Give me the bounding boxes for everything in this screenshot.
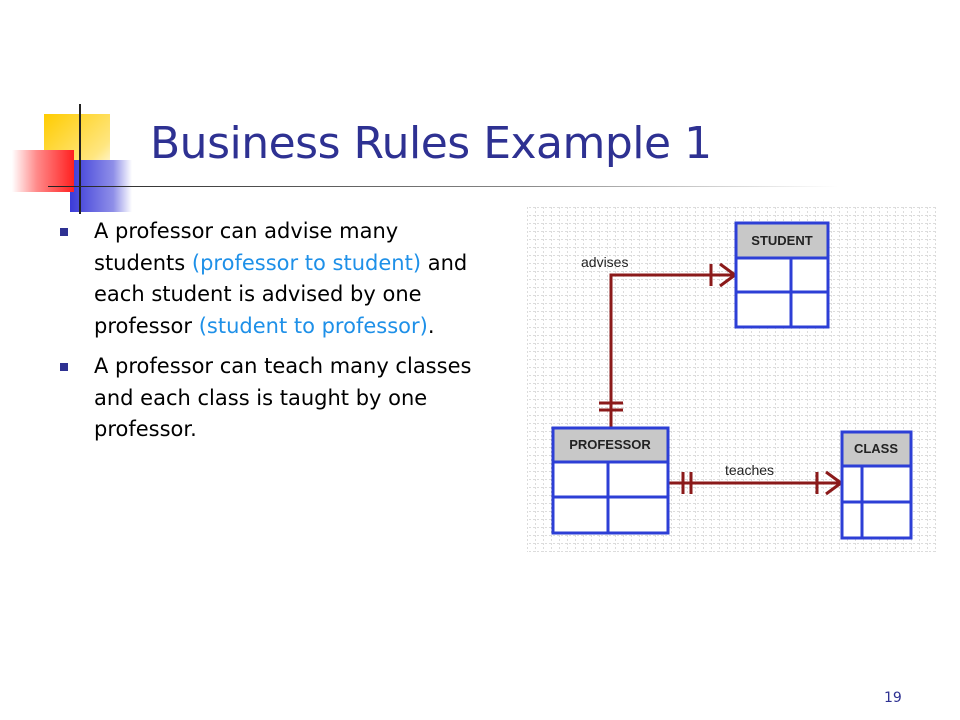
er-diagram: advises teaches STUDENT PROFESSOR CLASS xyxy=(527,207,937,552)
bullet-list: A professor can advise many students (pr… xyxy=(58,216,478,455)
professor-entity: PROFESSOR xyxy=(551,426,670,535)
professor-entity-name: PROFESSOR xyxy=(569,437,651,452)
bullet-advising-rule: A professor can advise many students (pr… xyxy=(58,216,478,342)
student-entity-name: STUDENT xyxy=(751,233,812,248)
advises-relationship-line xyxy=(599,262,736,427)
teaches-label: teaches xyxy=(725,462,774,478)
student-entity: STUDENT xyxy=(734,221,830,329)
decor-vertical-line xyxy=(79,104,81,214)
class-entity-name: CLASS xyxy=(854,441,898,456)
bullet-text: A professor can advise many students xyxy=(94,219,399,275)
teaches-relationship-line xyxy=(669,470,842,496)
bullet-text: A professor can teach many classes and e… xyxy=(94,354,472,441)
class-entity: CLASS xyxy=(840,430,913,540)
advises-label: advises xyxy=(581,254,628,270)
bullet-square-icon xyxy=(60,363,68,371)
decor-red-square xyxy=(12,150,74,192)
bullet-text: and each student is advised by one profe… xyxy=(94,250,468,338)
page-number: 19 xyxy=(884,690,902,706)
bullet-text: . xyxy=(427,313,435,338)
slide-title: Business Rules Example 1 xyxy=(150,118,712,169)
bullet-highlight: (student to professor) xyxy=(198,313,428,338)
decor-horizontal-line xyxy=(48,186,838,187)
bullet-teaching-rule: A professor can teach many classes and e… xyxy=(58,351,478,446)
bullet-square-icon xyxy=(60,228,68,236)
bullet-highlight: (professor to student) xyxy=(191,250,422,275)
